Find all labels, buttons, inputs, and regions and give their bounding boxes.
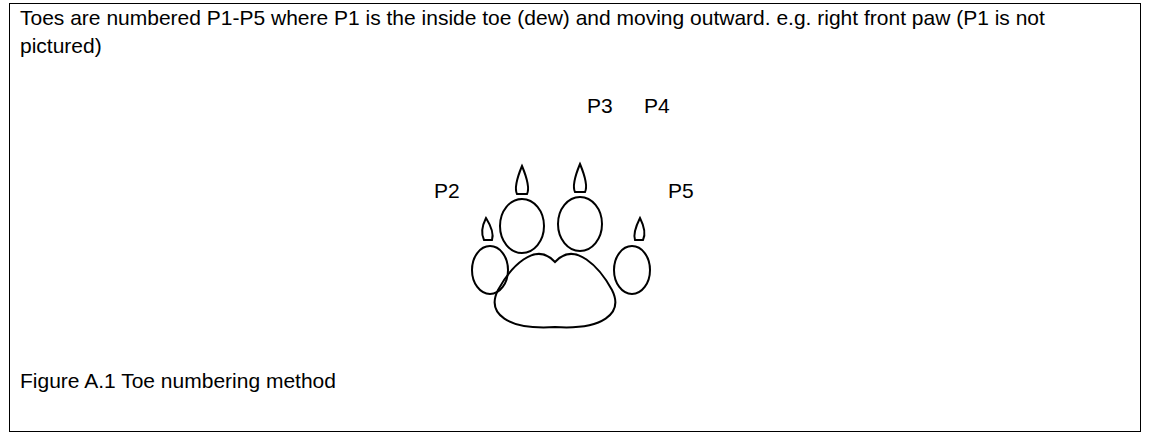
claw [574, 164, 586, 192]
description-text: Toes are numbered P1-P5 where P1 is the … [20, 4, 1130, 60]
claw [482, 218, 492, 240]
toe-pad [558, 197, 602, 251]
toe-pad [500, 199, 544, 253]
toe-label: P3 [587, 94, 613, 118]
main-pad [495, 254, 615, 327]
toe-label: P4 [644, 94, 670, 118]
claw [516, 166, 528, 194]
toe-pad [614, 246, 650, 294]
frame-box: Toes are numbered P1-P5 where P1 is the … [9, 3, 1141, 432]
toe-label: P5 [668, 179, 694, 203]
toe-label: P2 [434, 179, 460, 203]
figure-caption: Figure A.1 Toe numbering method [20, 368, 336, 394]
toe-pad [472, 246, 508, 294]
claw [634, 218, 644, 240]
